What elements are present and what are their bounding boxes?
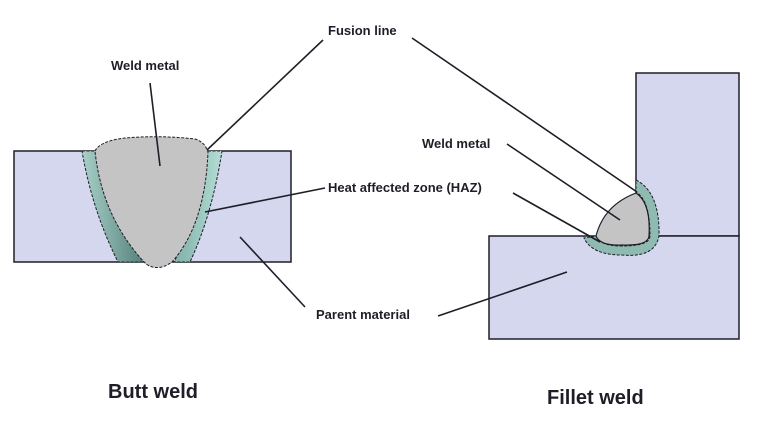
label-weld-metal-fillet: Weld metal [422,136,491,151]
label-fusion-line: Fusion line [328,23,397,38]
leader-fusion-line-butt [206,39,324,151]
leader-weld-metal-fillet [506,143,621,221]
butt-weld-metal [94,136,209,268]
leader-parent-fillet [437,271,568,317]
leader-fusion-line-fillet [411,37,638,193]
fillet-weld-metal [595,192,650,246]
butt-haz-left [81,150,150,263]
leader-haz-fillet [512,192,601,243]
leader-haz-butt [204,187,326,213]
label-haz: Heat affected zone (HAZ) [328,180,482,195]
label-weld-metal-butt: Weld metal [111,58,180,73]
caption-butt-weld: Butt weld [108,381,198,403]
label-parent-material: Parent material [316,307,410,322]
leader-weld-metal-butt [149,82,161,167]
caption-fillet-weld: Fillet weld [547,387,644,409]
leader-parent-butt [239,236,306,308]
